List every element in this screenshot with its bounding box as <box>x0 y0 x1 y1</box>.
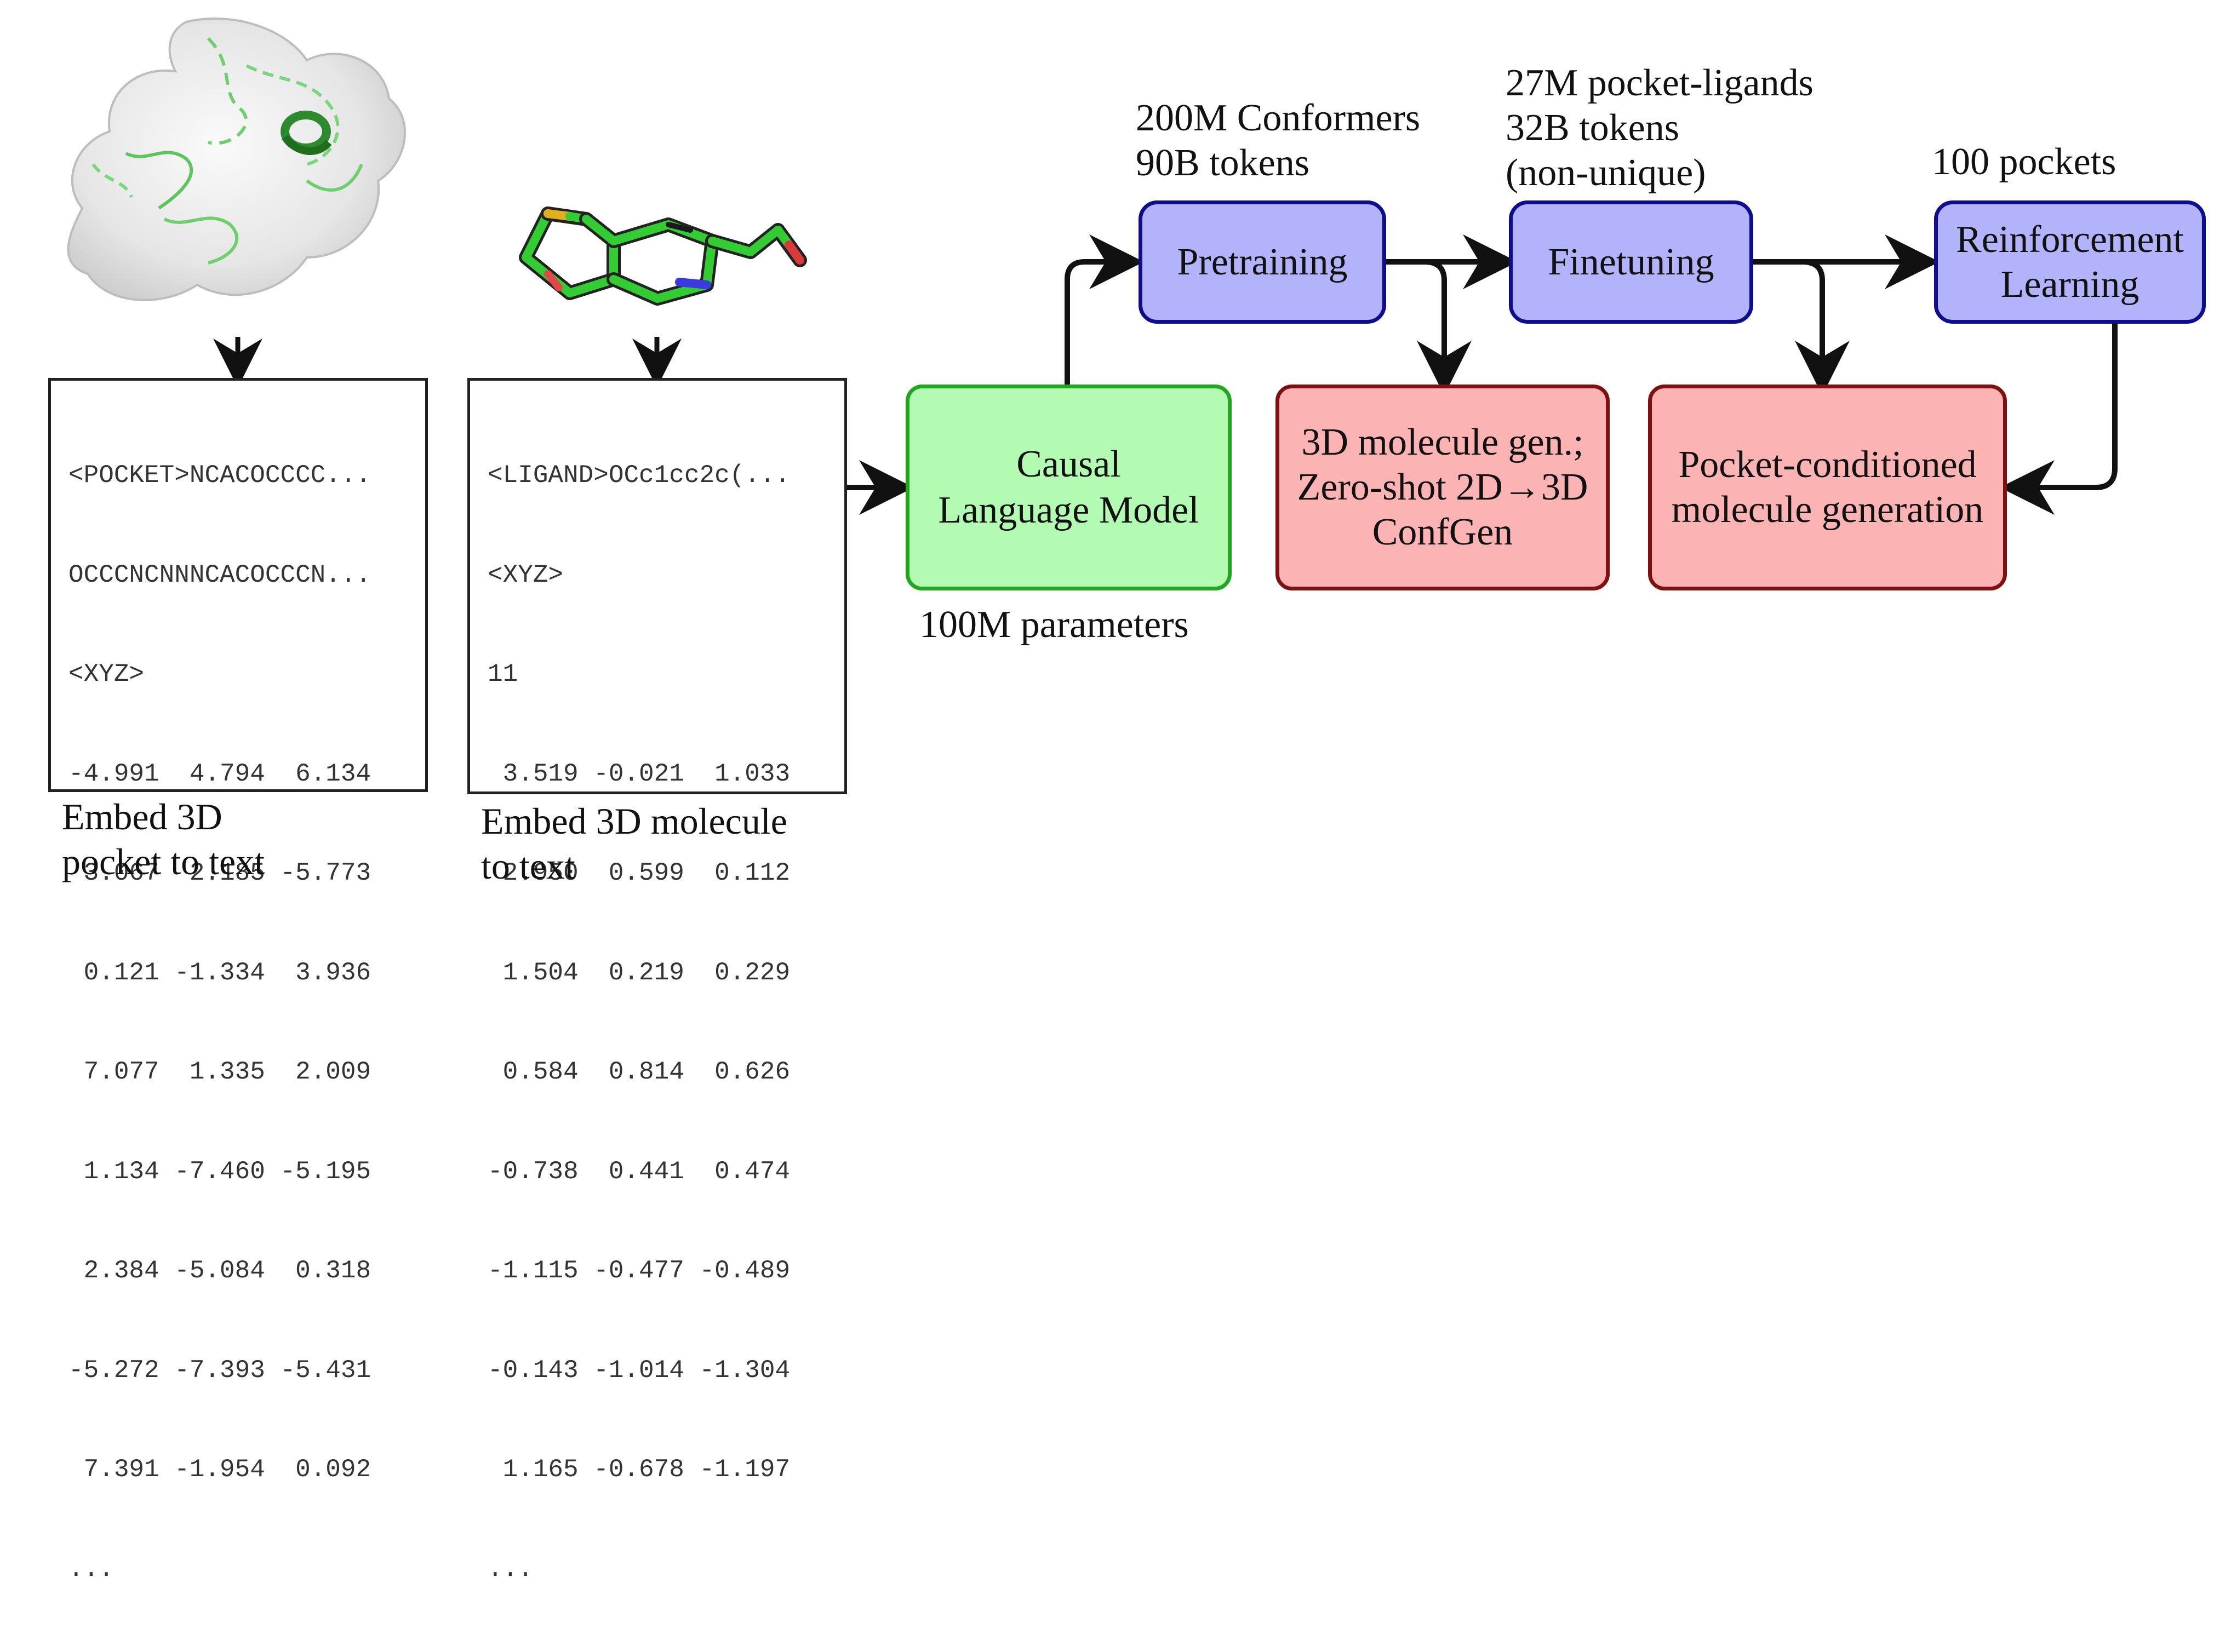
ligand-caption: Embed 3D molecule to text <box>481 799 787 888</box>
rl-label: Reinforcement <box>1956 218 2184 261</box>
pocket-text-box: <POCKET>NCACOCCCC... OCCCNCNNNCACOCCCN..… <box>48 378 428 1584</box>
ligand-stick-molecule-icon <box>519 206 807 306</box>
pocket-line: <POCKET>NCACOCCCC... <box>68 461 371 490</box>
ligand-line: -1.115 -0.477 -0.489 <box>488 1257 791 1285</box>
finetuning-stats: 27M pocket-ligands 32B tokens (non-uniqu… <box>1506 61 1814 196</box>
ligand-line: 1.504 0.219 0.229 <box>488 958 791 987</box>
pocket-line: ... <box>68 1555 114 1584</box>
molgen-label: 3D molecule gen.; <box>1301 421 1584 463</box>
pocket-line: <XYZ> <box>68 660 145 689</box>
molecule-generation-node: 3D molecule gen.; Zero-shot 2D→3D ConfGe… <box>1275 385 1610 590</box>
rl-stats: 100 pockets <box>1932 141 2116 183</box>
reinforcement-learning-node: Reinforcement Learning <box>1934 200 2206 324</box>
finetuning-label: Finetuning <box>1548 240 1714 283</box>
pretraining-label: Pretraining <box>1177 240 1348 283</box>
pocket-line: -5.272 -7.393 -5.431 <box>68 1356 371 1385</box>
ligand-line: -0.143 -1.014 -1.304 <box>488 1356 791 1385</box>
ligand-line: 3.519 -0.021 1.033 <box>488 759 791 788</box>
ligand-line: ... <box>488 1555 533 1584</box>
ligand-line: 2.950 0.599 0.112 <box>488 859 791 887</box>
pocket-line: 1.134 -7.460 -5.195 <box>68 1157 371 1186</box>
ligand-caption-line: to text <box>481 845 575 887</box>
pocket-line: -4.991 4.794 6.134 <box>68 759 371 788</box>
pipeline-diagram: <POCKET>NCACOCCCC... OCCCNCNNNCACOCCCN..… <box>48 17 2206 1584</box>
pocket-conditioned-generation-node: Pocket-conditioned molecule generation <box>1648 385 2007 590</box>
molgen-label: Zero-shot 2D→3D <box>1297 466 1588 508</box>
finetuning-node: Finetuning <box>1509 200 1753 324</box>
ligand-text-box: <LIGAND>OCc1cc2c(... <XYZ> 11 3.519 -0.0… <box>467 378 847 1584</box>
pocket-line: 3.067 2.185 -5.773 <box>68 859 371 887</box>
rl-label: Learning <box>2000 263 2140 306</box>
protein-surface-icon <box>67 17 406 301</box>
pocket-line: 2.384 -5.084 0.318 <box>68 1257 371 1285</box>
finetuning-stat-line: 32B tokens <box>1506 107 1679 149</box>
ligand-caption-line: Embed 3D molecule <box>481 800 787 842</box>
finetuning-stat-line: 27M pocket-ligands <box>1506 62 1814 104</box>
pocket-line: OCCCNCNNNCACOCCCN... <box>68 560 371 589</box>
pocketgen-label: molecule generation <box>1671 489 1984 531</box>
diagram-canvas <box>67 17 2118 515</box>
ligand-line: 11 <box>488 660 518 689</box>
pretraining-stat-line: 90B tokens <box>1136 142 1309 184</box>
pocketgen-label: Pocket-conditioned <box>1678 444 1977 486</box>
pocket-line: 7.077 1.335 2.009 <box>68 1058 371 1086</box>
causal-language-model-node: Causal Language Model <box>906 385 1232 590</box>
pocket-caption-line: pocket to text <box>62 841 265 882</box>
pretraining-stats: 200M Conformers 90B tokens <box>1136 96 1420 186</box>
pocket-caption: Embed 3D pocket to text <box>62 794 265 884</box>
pocket-line: 7.391 -1.954 0.092 <box>68 1455 371 1484</box>
ligand-line: <XYZ> <box>488 560 564 589</box>
molgen-label: ConfGen <box>1372 511 1513 553</box>
causal-lm-label: Language Model <box>938 489 1199 531</box>
pretraining-stat-line: 200M Conformers <box>1136 97 1421 139</box>
arrow-rl-to-pocketgen <box>2000 323 2118 515</box>
ligand-line: 1.165 -0.678 -1.197 <box>488 1455 791 1484</box>
causal-lm-params-note: 100M parameters <box>919 604 1189 646</box>
pocket-line: 0.121 -1.334 3.936 <box>68 958 371 987</box>
arrow-model-to-pretraining <box>1065 234 1144 385</box>
pocket-caption-line: Embed 3D <box>62 796 222 838</box>
pretraining-node: Pretraining <box>1139 200 1386 324</box>
ligand-line: <LIGAND>OCc1cc2c(... <box>488 461 791 490</box>
finetuning-stat-line: (non-unique) <box>1506 152 1706 194</box>
ligand-line: 0.584 0.814 0.626 <box>488 1058 791 1086</box>
arrow-pretraining-to-molgen <box>1417 259 1472 395</box>
ligand-line: -0.738 0.441 0.474 <box>488 1157 791 1186</box>
arrow-finetuning-to-pocketgen <box>1795 259 1850 395</box>
causal-lm-label: Causal <box>1016 443 1121 485</box>
